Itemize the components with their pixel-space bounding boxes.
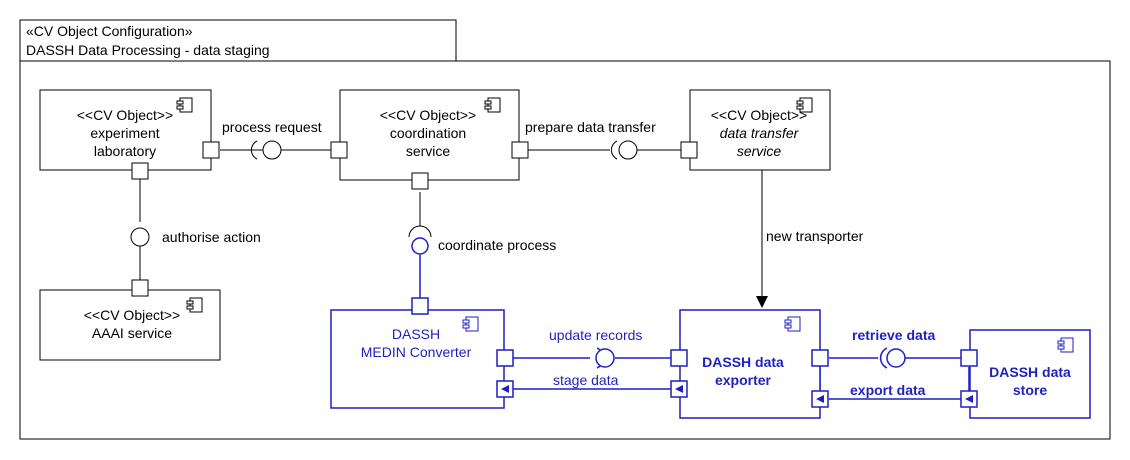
port-medin-top	[411, 297, 429, 315]
label-authorise-action: authorise action	[162, 229, 261, 245]
component-dassh-data-exporter[interactable]: DASSH data exporter	[679, 309, 821, 419]
port-store-export-arrow	[965, 395, 973, 403]
label-update-records: update records	[549, 327, 642, 343]
process-request-socket	[250, 140, 258, 160]
coordinate-socket	[408, 225, 432, 238]
label-new-transporter: new transporter	[766, 228, 864, 244]
port-exporter-retrieve	[811, 349, 829, 367]
component-name-line2: service	[406, 143, 451, 159]
port-coordination-right	[511, 141, 529, 159]
component-name-line1: DASSH	[392, 326, 440, 342]
label-export-data: export data	[850, 382, 926, 398]
new-transporter-arrowhead	[756, 296, 768, 308]
label-retrieve-data: retrieve data	[852, 327, 935, 343]
component-dassh-data-store[interactable]: DASSH data store	[969, 329, 1091, 419]
component-stereotype: <<CV Object>>	[380, 107, 477, 123]
coordinate-ball	[411, 237, 429, 255]
port-exporter-export-arrow	[816, 395, 824, 403]
prepare-transfer-ball	[618, 140, 638, 160]
component-name-line1: data transfer	[720, 125, 800, 141]
component-name-line1: DASSH data	[989, 364, 1071, 380]
component-name-line2: MEDIN Converter	[361, 344, 472, 360]
frame-title: DASSH Data Processing - data staging	[26, 42, 270, 58]
label-coordinate-process: coordinate process	[438, 237, 556, 253]
component-name-line2: laboratory	[94, 143, 156, 159]
update-records-ball	[595, 348, 615, 368]
component-aaai-service[interactable]: <<CV Object>> AAAI service	[39, 289, 221, 361]
port-experiment-lab-bottom	[131, 162, 149, 180]
label-prepare-data-transfer: prepare data transfer	[525, 119, 656, 135]
blue-lollipops	[411, 237, 906, 369]
component-data-transfer-service[interactable]: <<CV Object>> data transfer service	[689, 89, 831, 171]
black-connectors	[139, 149, 763, 296]
component-experiment-laboratory[interactable]: <<CV Object>> experiment laboratory	[39, 89, 212, 171]
component-stereotype: <<CV Object>>	[77, 107, 174, 123]
prepare-transfer-socket	[610, 140, 618, 160]
port-medin-update	[496, 349, 514, 367]
component-coordination-service[interactable]: <<CV Object>> coordination service	[339, 89, 520, 181]
component-stereotype: <<CV Object>>	[711, 107, 808, 123]
port-medin-stage-arrow	[501, 385, 509, 393]
port-coordination-bottom	[411, 172, 429, 190]
port-aaai-top	[131, 279, 149, 297]
process-request-ball	[262, 140, 282, 160]
authorise-ball	[130, 227, 150, 247]
component-stereotype: <<CV Object>>	[84, 307, 181, 323]
component-name-line1: experiment	[90, 125, 159, 141]
component-name-line2: service	[737, 143, 782, 159]
component-name-line2: exporter	[715, 372, 772, 388]
component-dassh-medin-converter[interactable]: DASSH MEDIN Converter	[330, 309, 505, 409]
port-exporter-update	[670, 349, 688, 367]
port-data-transfer-left	[680, 141, 698, 159]
component-name-line1: coordination	[390, 125, 466, 141]
label-stage-data: stage data	[553, 372, 619, 388]
frame-title-box	[19, 19, 457, 62]
retrieve-data-ball	[886, 348, 906, 368]
port-store-retrieve	[960, 349, 978, 367]
label-process-request: process request	[222, 119, 322, 135]
port-experiment-lab-right	[202, 141, 220, 159]
frame-stereotype: «CV Object Configuration»	[26, 23, 193, 39]
component-name-line1: DASSH data	[702, 354, 784, 370]
component-name-line2: store	[1013, 382, 1047, 398]
port-coordination-left	[330, 141, 348, 159]
port-arrows	[501, 385, 973, 403]
black-ports	[131, 141, 698, 297]
component-name-line1: AAAI service	[92, 325, 172, 341]
black-lollipops	[130, 140, 638, 247]
retrieve-data-socket	[879, 347, 888, 369]
port-exporter-stage-arrow	[675, 385, 683, 393]
